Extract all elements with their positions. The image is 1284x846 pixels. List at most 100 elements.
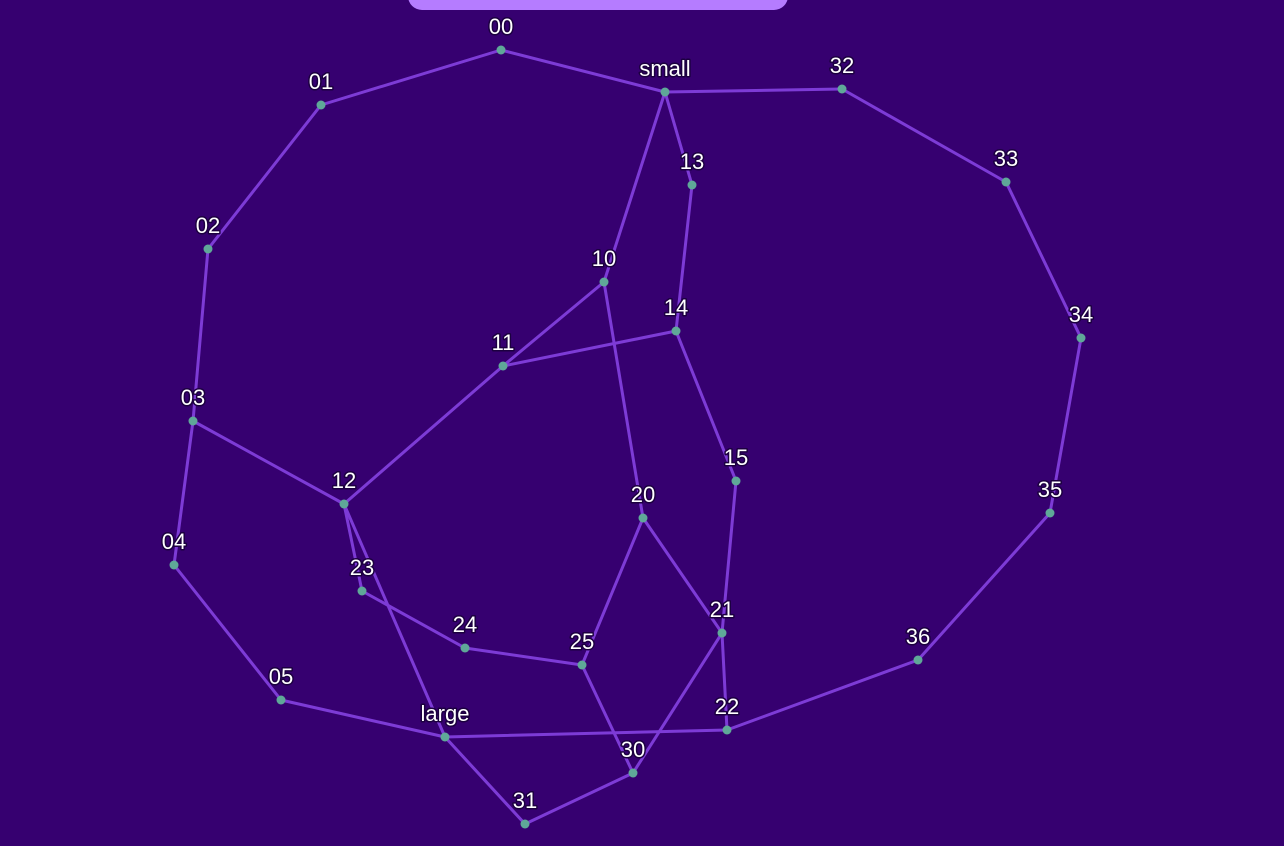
top-bar[interactable] [408,0,788,10]
edge-33-34 [1004,180,1083,340]
node-dot[interactable] [913,655,923,665]
edge-32-33 [840,87,1008,184]
node-dot[interactable] [599,277,609,287]
node-label: 25 [570,629,594,654]
node-dot[interactable] [628,768,638,778]
edge-13-14 [674,183,694,333]
edge-21-30 [631,631,724,775]
node-31[interactable]: 31 [511,787,539,829]
node-03[interactable]: 03 [179,384,207,426]
node-dot[interactable] [1076,333,1086,343]
node-15[interactable]: 15 [722,444,750,486]
node-label: 33 [994,146,1018,171]
node-small[interactable]: small [638,55,692,97]
node-dot[interactable] [660,87,670,97]
node-22[interactable]: 22 [713,693,741,735]
node-01[interactable]: 01 [307,68,335,110]
node-34[interactable]: 34 [1067,301,1095,343]
edge-small-13 [663,90,694,187]
node-25[interactable]: 25 [568,628,596,670]
node-02[interactable]: 02 [194,212,222,254]
node-label: 10 [592,246,616,271]
node-dot[interactable] [316,100,326,110]
node-dot[interactable] [638,513,648,523]
node-24[interactable]: 24 [451,611,479,653]
node-label: 13 [680,149,704,174]
node-dot[interactable] [837,84,847,94]
node-dot[interactable] [460,643,470,653]
nodes-layer: 00 01 02 03 04 05 small 32 33 34 35 36 13 10 14 11 15 12 2… [160,13,1095,829]
node-dot[interactable] [276,695,286,705]
node-dot[interactable] [203,244,213,254]
edge-00-small [499,48,667,94]
node-dot[interactable] [1001,177,1011,187]
edge-01-02 [206,103,323,251]
node-dot[interactable] [687,180,697,190]
edge-small-32 [663,87,844,94]
node-label: 36 [906,624,930,649]
node-14[interactable]: 14 [662,294,690,336]
edge-34-35 [1048,336,1083,515]
edge-23-24 [360,589,467,650]
node-dot[interactable] [577,660,587,670]
node-04[interactable]: 04 [160,528,188,570]
node-dot[interactable] [440,732,450,742]
node-21[interactable]: 21 [708,596,736,638]
node-label: 02 [196,213,220,238]
edge-21-22 [720,631,729,732]
node-dot[interactable] [498,361,508,371]
node-10[interactable]: 10 [590,245,618,287]
node-11[interactable]: 11 [490,329,516,371]
node-12[interactable]: 12 [330,467,358,509]
node-33[interactable]: 33 [992,145,1020,187]
node-dot[interactable] [169,560,179,570]
edge-15-21 [720,479,738,635]
node-label: 22 [715,694,739,719]
node-36[interactable]: 36 [904,623,932,665]
edge-00-01 [319,48,503,107]
node-label: 35 [1038,477,1062,502]
node-label: 03 [181,385,205,410]
node-dot[interactable] [339,499,349,509]
node-label: 24 [453,612,477,637]
node-label: 31 [513,788,537,813]
node-label: 34 [1069,302,1093,327]
node-dot[interactable] [717,628,727,638]
node-00[interactable]: 00 [487,13,515,55]
node-dot[interactable] [1045,508,1055,518]
node-label: 14 [664,295,688,320]
node-dot[interactable] [496,45,506,55]
node-dot[interactable] [671,326,681,336]
node-label: small [639,56,690,81]
node-label: 12 [332,468,356,493]
node-large[interactable]: large [419,700,471,742]
node-dot[interactable] [357,586,367,596]
edge-14-15 [674,329,738,483]
node-23[interactable]: 23 [348,554,376,596]
node-dot[interactable] [722,725,732,735]
node-label: 32 [830,53,854,78]
edge-02-03 [191,247,210,423]
node-dot[interactable] [520,819,530,829]
node-32[interactable]: 32 [828,52,856,94]
node-label: 00 [489,14,513,39]
node-20[interactable]: 20 [629,481,657,523]
edge-11-12 [342,364,505,506]
edge-11-14 [501,329,678,368]
node-label: large [421,701,470,726]
node-label: 21 [710,597,734,622]
node-dot[interactable] [731,476,741,486]
node-label: 05 [269,664,293,689]
edge-large-22 [443,728,729,739]
node-30[interactable]: 30 [619,736,647,778]
node-05[interactable]: 05 [267,663,295,705]
node-label: 15 [724,445,748,470]
edge-35-36 [916,511,1052,662]
edge-04-05 [172,563,283,702]
node-13[interactable]: 13 [678,148,706,190]
node-dot[interactable] [188,416,198,426]
edge-12-23 [342,502,364,593]
edge-24-25 [463,646,584,667]
node-35[interactable]: 35 [1036,476,1064,518]
